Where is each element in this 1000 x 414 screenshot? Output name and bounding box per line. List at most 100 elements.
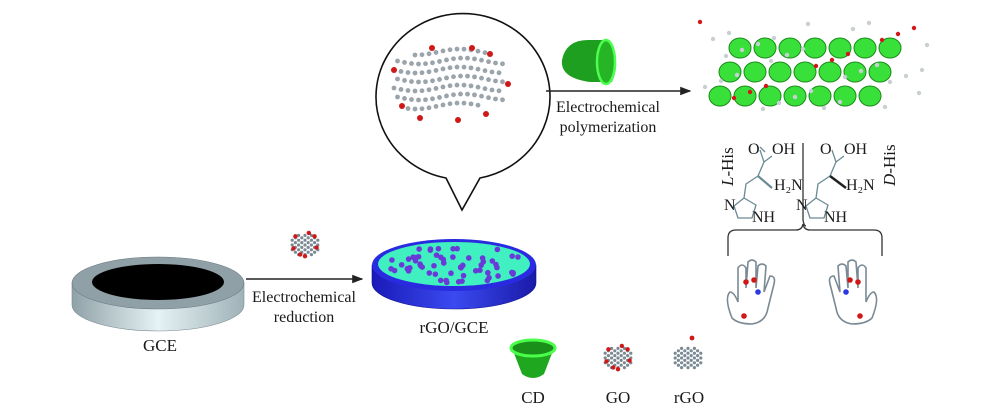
- carbon-atom: [692, 356, 697, 360]
- oxygen-atom: [298, 252, 303, 257]
- legend-rgo-label: rGO: [673, 388, 705, 407]
- cd-unit: [878, 37, 902, 59]
- oxygen-atom: [417, 115, 423, 121]
- carbon-atom: [686, 366, 690, 370]
- carbon-atom: [493, 78, 498, 84]
- carbon-atom: [702, 84, 708, 90]
- rgo-particle: [426, 270, 433, 276]
- carbon-atom: [606, 354, 611, 358]
- rgo-sheet-icon: [673, 335, 703, 370]
- carbon-atom: [300, 241, 304, 245]
- rgo-particle: [450, 254, 456, 260]
- carbon-atom: [433, 50, 439, 55]
- carbon-atom: [412, 52, 418, 58]
- l-his-n: N: [724, 197, 736, 214]
- carbon-atom: [402, 96, 407, 101]
- hand-outline: [828, 259, 878, 325]
- l-his-h2n: H₂N: [774, 177, 803, 194]
- carbon-atom: [500, 61, 505, 67]
- carbon-atom: [686, 351, 690, 355]
- carbon-atom: [689, 349, 693, 353]
- carbon-atom: [718, 78, 724, 84]
- oxygen-atom: [314, 245, 319, 250]
- carbon-atom: [486, 77, 491, 83]
- l-his-o: O: [748, 141, 760, 158]
- carbon-atom: [309, 243, 313, 247]
- carbon-atom: [692, 351, 697, 355]
- carbon-atom: [887, 79, 893, 85]
- rgo-particle: [407, 265, 413, 271]
- carbon-atom: [680, 351, 684, 355]
- carbon-atom: [303, 233, 307, 237]
- carbon-atom: [465, 55, 470, 61]
- l-his-prefix: L: [718, 176, 737, 186]
- cd-unit: [828, 37, 852, 59]
- oxygen-atom: [615, 367, 621, 372]
- rgo-particle: [486, 274, 492, 281]
- rgo-particle: [495, 273, 501, 279]
- carbon-atom: [306, 250, 310, 254]
- cd-unit: [758, 85, 782, 107]
- cd-unit: [718, 61, 742, 83]
- polymerization-label-line1: Electrochemical: [556, 99, 660, 116]
- carbon-atom: [683, 363, 687, 367]
- oxygen-atom: [625, 347, 630, 352]
- carbon-atom: [309, 248, 313, 252]
- carbon-atom: [673, 361, 677, 365]
- cd-unit: [733, 85, 757, 107]
- rgo-particle: [415, 253, 422, 260]
- carbon-atom: [402, 60, 407, 65]
- carbon-atom: [603, 351, 607, 355]
- carbon-atom: [293, 250, 297, 254]
- carbon-atom: [451, 74, 456, 80]
- carbon-atom: [673, 356, 677, 360]
- rgo-particle: [427, 246, 434, 252]
- go-sheet-icon-arrow: [290, 230, 320, 259]
- rgo-particle: [459, 278, 465, 284]
- carbon-atom: [800, 46, 806, 52]
- l-his-nh: NH: [752, 209, 776, 226]
- carbon-atom: [710, 36, 716, 42]
- carbon-atom: [423, 79, 428, 85]
- rgo-gce-label: rGO/GCE: [419, 318, 489, 337]
- d-his-label: D-His: [880, 144, 900, 186]
- rgo-particle: [410, 254, 416, 261]
- carbon-atom: [696, 363, 700, 367]
- oxygen-atom: [619, 343, 625, 349]
- carbon-atom: [416, 79, 421, 85]
- carbon-atom: [300, 245, 304, 249]
- carbon-atom: [447, 83, 453, 89]
- l-histidine-structure: [733, 146, 773, 219]
- cd-cup-icon-arrow: [561, 38, 617, 86]
- oxygen-atom: [741, 313, 747, 319]
- carbon-atom: [461, 100, 467, 106]
- carbon-atom: [808, 88, 814, 94]
- carbon-atom: [454, 46, 460, 52]
- carbon-atom: [465, 91, 470, 97]
- rgo-particle: [509, 253, 515, 259]
- carbon-atom: [613, 358, 617, 362]
- carbon-atom: [419, 88, 425, 94]
- carbon-atom: [461, 64, 467, 70]
- rgo-particle: [460, 272, 467, 279]
- rgo-particle: [460, 262, 466, 269]
- oxygen-atom: [743, 279, 749, 285]
- carbon-atom: [489, 87, 495, 93]
- carbon-atom: [423, 97, 428, 103]
- carbon-atom: [692, 366, 697, 370]
- oxygen-atom: [312, 234, 317, 239]
- carbon-atom: [405, 88, 411, 93]
- carbon-atom: [619, 358, 623, 362]
- oxygen-atom: [302, 254, 308, 259]
- carbon-atom: [676, 354, 681, 358]
- carbon-atom: [398, 87, 404, 92]
- carbon-atom: [626, 354, 630, 358]
- d-his-prefix: D: [880, 173, 899, 186]
- carbon-atom: [475, 102, 481, 108]
- rgo-particle: [479, 255, 486, 261]
- carbon-atom: [837, 99, 843, 105]
- carbon-atom: [805, 21, 811, 27]
- cd-unit: [803, 37, 827, 59]
- cd-unit: [768, 61, 792, 83]
